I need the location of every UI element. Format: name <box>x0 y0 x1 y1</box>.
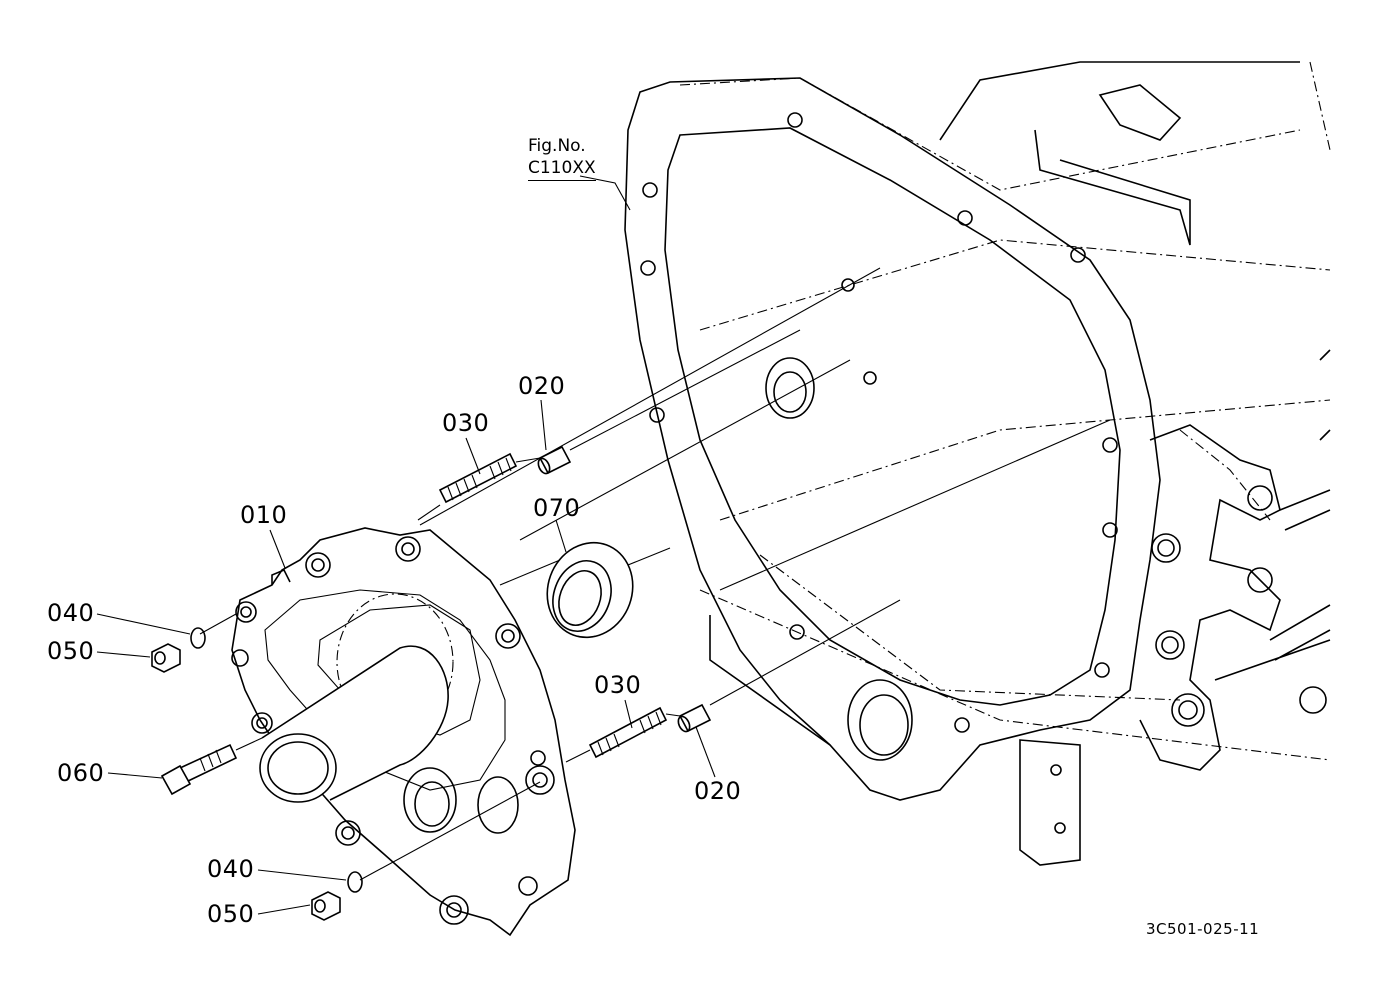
dowel-pin-part-020-top <box>537 445 572 475</box>
callout-030-bottom: 030 <box>594 671 642 699</box>
figure-reference: Fig.No. C110XX <box>528 135 596 182</box>
front-cover-part-010 <box>231 527 576 937</box>
nut-part-050-top <box>151 643 181 673</box>
figure-reference-number: C110XX <box>528 157 596 182</box>
figure-reference-label: Fig.No. <box>528 136 586 156</box>
washer-part-040-bottom <box>347 871 363 893</box>
callout-060: 060 <box>57 759 105 787</box>
callout-050-top: 050 <box>47 637 95 665</box>
callout-050-bottom: 050 <box>207 900 255 928</box>
callout-040-top: 040 <box>47 599 95 627</box>
callout-020-bottom: 020 <box>694 777 742 805</box>
callout-030-top: 030 <box>442 409 490 437</box>
stud-bolt-part-030-top <box>438 452 518 504</box>
washer-part-040-top <box>190 627 206 649</box>
callout-070: 070 <box>533 494 581 522</box>
callout-010: 010 <box>240 501 288 529</box>
callout-020-top: 020 <box>518 372 566 400</box>
stud-bolt-part-030-bottom <box>588 706 668 759</box>
assembly-axis-lines <box>199 267 1111 881</box>
callout-040-bottom: 040 <box>207 855 255 883</box>
leader-lines <box>96 175 716 915</box>
bolt-part-060 <box>160 743 238 796</box>
drawing-code: 3C501-025-11 <box>1146 920 1260 938</box>
dowel-pin-part-020-bottom <box>677 703 712 733</box>
transmission-housing <box>624 61 1331 866</box>
nut-part-050-bottom <box>311 891 341 921</box>
oil-seal-part-070 <box>546 541 634 639</box>
